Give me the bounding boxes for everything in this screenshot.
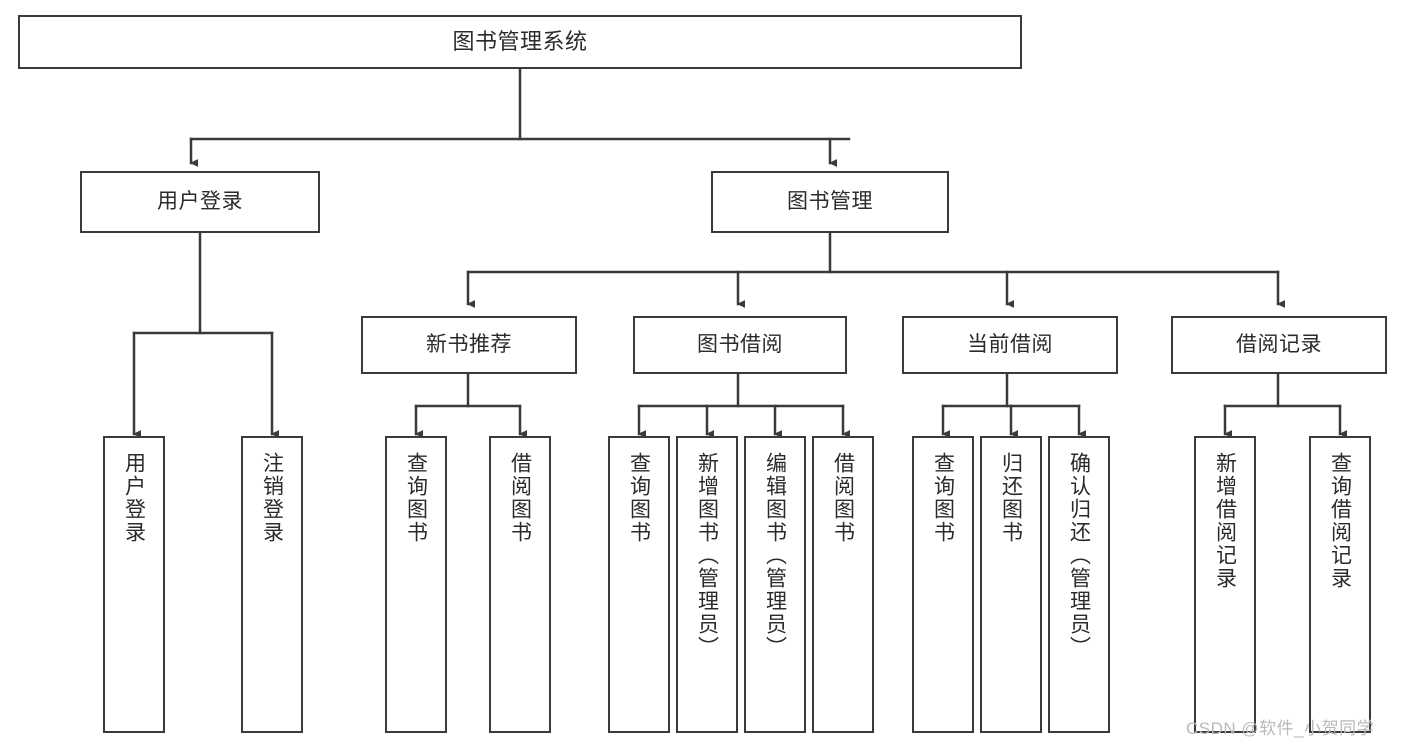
- node-label: 用户登录: [157, 189, 243, 213]
- node-leaf-return-book[interactable]: 归还图书: [980, 436, 1042, 733]
- node-label: 注销登录: [260, 452, 284, 544]
- node-leaf-borrow-book[interactable]: 借阅图书: [812, 436, 874, 733]
- node-leaf-borrow-book-recommend[interactable]: 借阅图书: [489, 436, 551, 733]
- node-label: 图书管理系统: [452, 29, 588, 55]
- node-label: 确认归还（管理员）: [1067, 452, 1091, 659]
- node-leaf-query-book-current[interactable]: 查询图书: [912, 436, 974, 733]
- node-current-borrow[interactable]: 当前借阅: [902, 316, 1118, 374]
- node-borrow-record[interactable]: 借阅记录: [1171, 316, 1387, 374]
- node-user-login[interactable]: 用户登录: [80, 171, 320, 233]
- node-leaf-query-book-borrow[interactable]: 查询图书: [608, 436, 670, 733]
- node-book-management[interactable]: 图书管理: [711, 171, 949, 233]
- node-label: 用户登录: [122, 452, 146, 544]
- node-leaf-add-borrow-record[interactable]: 新增借阅记录: [1194, 436, 1256, 733]
- node-label: 查询借阅记录: [1328, 452, 1352, 590]
- node-label: 查询图书: [931, 452, 955, 544]
- node-label: 借阅图书: [831, 452, 855, 544]
- node-label: 图书管理: [787, 189, 873, 213]
- node-label: 查询图书: [404, 452, 428, 544]
- node-label: 图书借阅: [697, 332, 783, 356]
- node-label: 编辑图书（管理员）: [763, 452, 787, 659]
- watermark-text: CSDN @软件_小贺同学: [1186, 719, 1375, 738]
- node-leaf-query-book-recommend[interactable]: 查询图书: [385, 436, 447, 733]
- node-book-borrow[interactable]: 图书借阅: [633, 316, 847, 374]
- node-label: 归还图书: [999, 452, 1023, 544]
- node-label: 当前借阅: [967, 332, 1053, 356]
- node-label: 借阅记录: [1236, 332, 1322, 356]
- node-leaf-user-login[interactable]: 用户登录: [103, 436, 165, 733]
- node-label: 借阅图书: [508, 452, 532, 544]
- node-root-book-management-system[interactable]: 图书管理系统: [18, 15, 1022, 69]
- node-label: 新增借阅记录: [1213, 452, 1237, 590]
- node-label: 新增图书（管理员）: [695, 452, 719, 659]
- node-new-book-recommend[interactable]: 新书推荐: [361, 316, 577, 374]
- node-leaf-query-borrow-record[interactable]: 查询借阅记录: [1309, 436, 1371, 733]
- node-label: 新书推荐: [426, 332, 512, 356]
- node-leaf-edit-book[interactable]: 编辑图书（管理员）: [744, 436, 806, 733]
- node-leaf-confirm-return[interactable]: 确认归还（管理员）: [1048, 436, 1110, 733]
- node-leaf-add-book[interactable]: 新增图书（管理员）: [676, 436, 738, 733]
- node-label: 查询图书: [627, 452, 651, 544]
- node-leaf-user-logout[interactable]: 注销登录: [241, 436, 303, 733]
